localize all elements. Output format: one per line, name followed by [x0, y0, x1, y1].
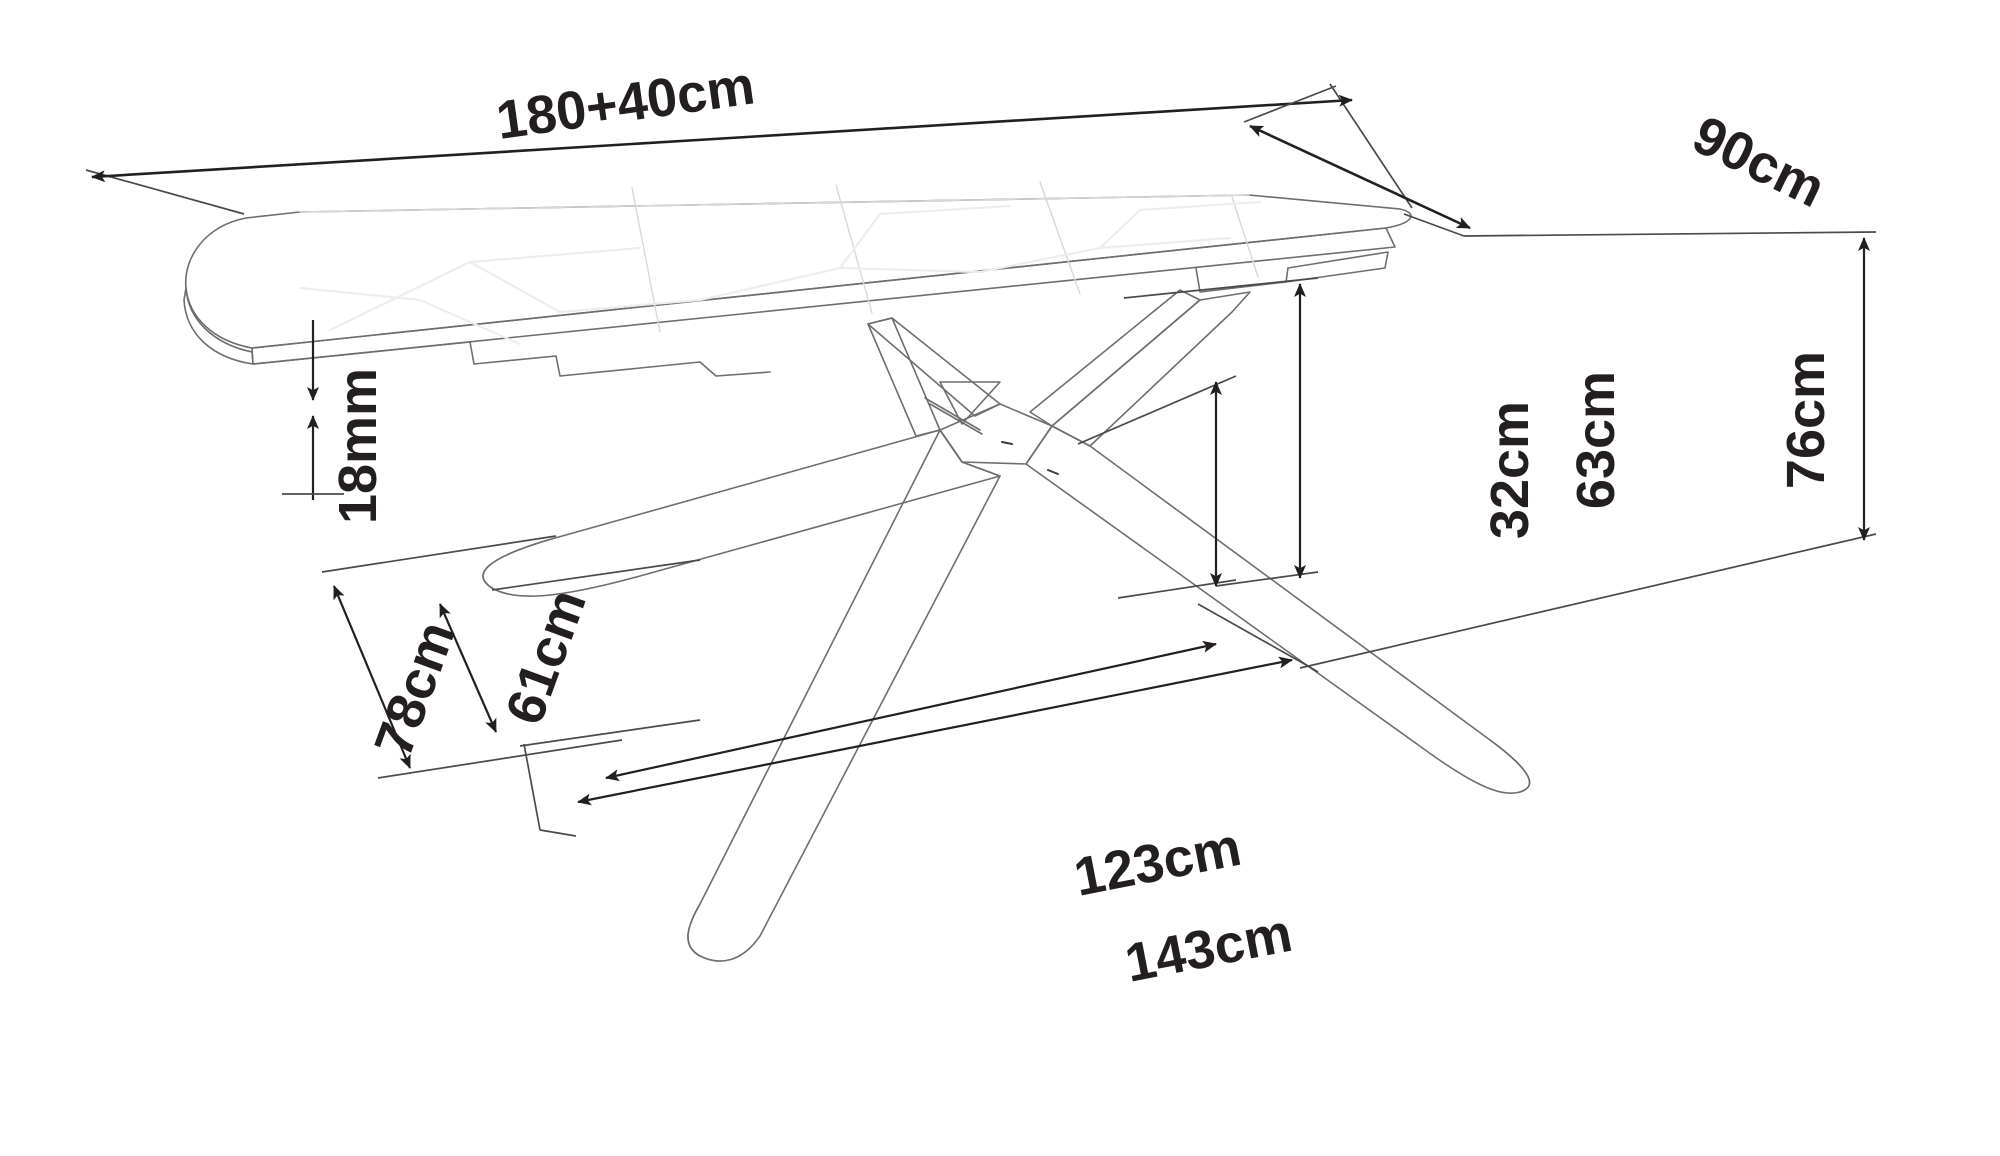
marble-vein-6: [298, 286, 522, 346]
leg-rear-right: [1051, 291, 1251, 447]
strut-rear-right: [1029, 289, 1201, 427]
table-top-far-edge: [299, 194, 1250, 213]
dimension-base-span-outer: [539, 656, 1319, 837]
dim-line-143: [577, 656, 1293, 806]
dimension-labels: 180+40cm 90cm 76cm 63cm 32cm 18mm 78cm 6…: [328, 55, 1836, 993]
label-base-depth-inner: 61cm: [494, 582, 598, 732]
ext-line-63-top: [1123, 277, 1319, 299]
table-top: [183, 181, 1412, 377]
extension-leaf-step-right: [1285, 251, 1389, 283]
table-base: [482, 289, 1531, 962]
hub-detail-dash-1: [1001, 441, 1013, 445]
foot-left: [482, 539, 549, 589]
ext-line-width-start: [1243, 85, 1337, 123]
hub-detail-line-2: [929, 403, 983, 435]
marble-vein-1: [328, 246, 642, 332]
ext-line-height-top: [1463, 231, 1877, 237]
table-top-left-edge-thickness: [183, 287, 254, 365]
leg-center-front: [687, 429, 1001, 962]
label-top-thickness: 18mm: [328, 368, 388, 524]
dimension-underframe-height: [1123, 277, 1319, 587]
leg-front-right: [1025, 425, 1531, 794]
foot-center-front: [687, 903, 701, 957]
dim-line-length: [91, 94, 1353, 183]
label-base-depth-outer: 78cm: [363, 614, 467, 764]
dim-line-61: [438, 603, 498, 733]
leaf-seam-1: [631, 187, 661, 333]
marble-vein-4: [838, 204, 1012, 270]
dim-line-78: [332, 585, 412, 769]
dimension-height: [1299, 231, 1877, 669]
ext-line-143-left: [539, 829, 577, 837]
label-base-span-inner: 123cm: [1069, 817, 1246, 908]
table-apron-underside: [252, 341, 771, 377]
ext-line-32-top: [1077, 375, 1237, 445]
marble-vein-2: [468, 260, 702, 314]
hub-gusset-rear: [939, 381, 1001, 425]
ext-line-143-right: [1307, 665, 1319, 673]
foot-right: [1489, 739, 1531, 793]
dim-line-width: [1249, 124, 1471, 230]
dimension-top-thickness: [282, 320, 344, 500]
leg-rear-left-top: [867, 317, 941, 437]
ext-line-123-right: [1197, 603, 1309, 667]
label-underframe-height: 63cm: [1566, 371, 1626, 509]
table-top-surface-outline: [184, 194, 1412, 349]
dimension-leg-clearance: [1077, 375, 1237, 599]
leaf-seam-4: [1231, 196, 1259, 278]
label-leg-clearance: 32cm: [1480, 401, 1540, 539]
dim-line-123: [605, 640, 1217, 782]
hub-detail-dash-2: [1047, 469, 1059, 475]
dimension-width: [1243, 85, 1471, 237]
label-length: 180+40cm: [493, 55, 759, 151]
ext-line-78-top: [321, 535, 557, 573]
leaf-seam-3: [1039, 181, 1081, 295]
hub-detail-line-1: [924, 397, 981, 431]
label-width: 90cm: [1684, 105, 1834, 219]
ext-line-123-left: [523, 743, 541, 831]
ext-line-width-end: [1403, 213, 1465, 237]
extension-leaf-step: [1195, 267, 1289, 293]
ext-line-63-bottom: [1215, 571, 1319, 587]
leg-front-left: [482, 429, 1001, 597]
label-base-span-outer: 143cm: [1120, 903, 1297, 994]
marble-vein-3: [698, 266, 982, 302]
ext-line-length-right: [1329, 83, 1413, 209]
strut-rear-left: [867, 317, 1001, 417]
ext-line-32-bottom: [1117, 579, 1237, 599]
label-height: 76cm: [1776, 351, 1836, 489]
marble-vein-7: [1098, 200, 1262, 250]
ext-line-61-top: [491, 559, 701, 591]
ext-line-height-bottom: [1299, 533, 1877, 669]
